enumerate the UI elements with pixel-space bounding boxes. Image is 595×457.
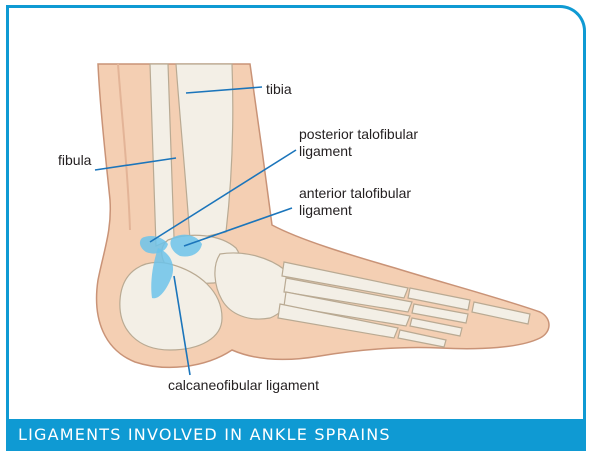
label-calcaneofibular: calcaneofibular ligament [168, 377, 319, 393]
label-anterior-talofibular-line1: anterior talofibular [299, 185, 411, 201]
label-posterior-talofibular-line1: posterior talofibular [299, 126, 418, 142]
label-tibia: tibia [266, 81, 292, 97]
figure-caption: LIGAMENTS INVOLVED IN ANKLE SPRAINS [18, 425, 391, 444]
label-fibula: fibula [58, 152, 92, 168]
label-anterior-talofibular-line2: ligament [299, 202, 352, 218]
caption-bar: LIGAMENTS INVOLVED IN ANKLE SPRAINS [6, 419, 586, 451]
label-posterior-talofibular-line2: ligament [299, 143, 352, 159]
